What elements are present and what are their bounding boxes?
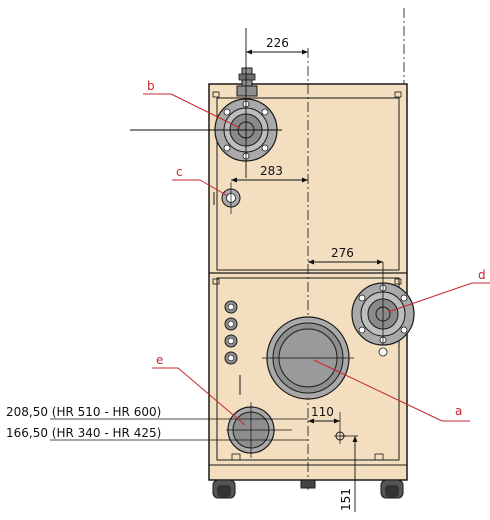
caster-right-wheel [385, 485, 399, 497]
dim-226-label: 226 [266, 36, 289, 50]
callout-d-label: d [478, 268, 486, 282]
caster-mid [300, 479, 316, 489]
callout-b-leader [170, 93, 241, 129]
fitting-nut [238, 73, 256, 81]
dimension-110: 110 [308, 405, 341, 428]
flange-b [130, 28, 282, 178]
bolt-hole [400, 326, 408, 334]
clip-bottom-left [231, 453, 241, 461]
bolt-hole [261, 108, 269, 116]
flange-d [351, 262, 415, 357]
top-fitting [236, 67, 258, 97]
callout-c-label: c [176, 165, 183, 179]
height-dimensions: 208,50 (HR 510 - HR 600) 166,50 (HR 340 … [6, 405, 308, 441]
bolt-hole [378, 347, 388, 357]
dim-arrow [302, 177, 308, 183]
bolt-hole [358, 326, 366, 334]
dimension-276: 276 [308, 246, 383, 265]
dim-arrow [377, 259, 383, 265]
height-hr340-425-label: 166,50 (HR 340 - HR 425) [6, 426, 161, 440]
callout-a-label: a [455, 404, 462, 418]
bolt-hole [223, 108, 231, 116]
callout-e-label: e [156, 353, 163, 367]
opening-a [262, 316, 354, 400]
clip-top-right [394, 91, 402, 98]
dim-151-label: 151 [339, 488, 353, 511]
dim-arrow [334, 418, 340, 424]
height-hr510-600-label: 208,50 (HR 510 - HR 600) [6, 405, 161, 419]
small-port-inner [227, 320, 235, 328]
bolt-hole [400, 294, 408, 302]
dimension-283: 283 [231, 164, 308, 183]
dim-arrow [246, 49, 252, 55]
connection-c [221, 182, 241, 214]
callout-b-label: b [147, 79, 155, 93]
small-port-inner [227, 337, 235, 345]
callout-e-leader [177, 367, 246, 426]
dim-arrow [308, 418, 314, 424]
callouts: b c d e a [143, 79, 490, 426]
fitting-base [236, 85, 258, 97]
dim-arrow [308, 259, 314, 265]
dim-arrow [231, 177, 237, 183]
dim-arrow [302, 49, 308, 55]
callout-a-leader [313, 359, 443, 422]
caster-left-wheel [217, 485, 231, 497]
clip-mid-left [212, 278, 220, 285]
clip-top-left [212, 91, 220, 98]
dim-110-label: 110 [311, 405, 334, 419]
dim-arrow [352, 436, 358, 442]
bolt-hole [358, 294, 366, 302]
dim-276-label: 276 [331, 246, 354, 260]
bolt-hole [261, 144, 269, 152]
dimension-226: 226 [246, 36, 308, 55]
connection-e [226, 402, 292, 458]
clip-bottom-right [374, 453, 384, 461]
dimension-151: 151 [339, 435, 358, 512]
dim-283-label: 283 [260, 164, 283, 178]
small-port-inner [227, 303, 235, 311]
bolt-hole [223, 144, 231, 152]
small-connections [224, 300, 238, 365]
clip-mid-right [394, 278, 402, 285]
callout-d-leader [387, 282, 473, 313]
casters [212, 479, 404, 499]
small-port-inner [227, 354, 235, 362]
callout-c-leader [199, 179, 229, 197]
